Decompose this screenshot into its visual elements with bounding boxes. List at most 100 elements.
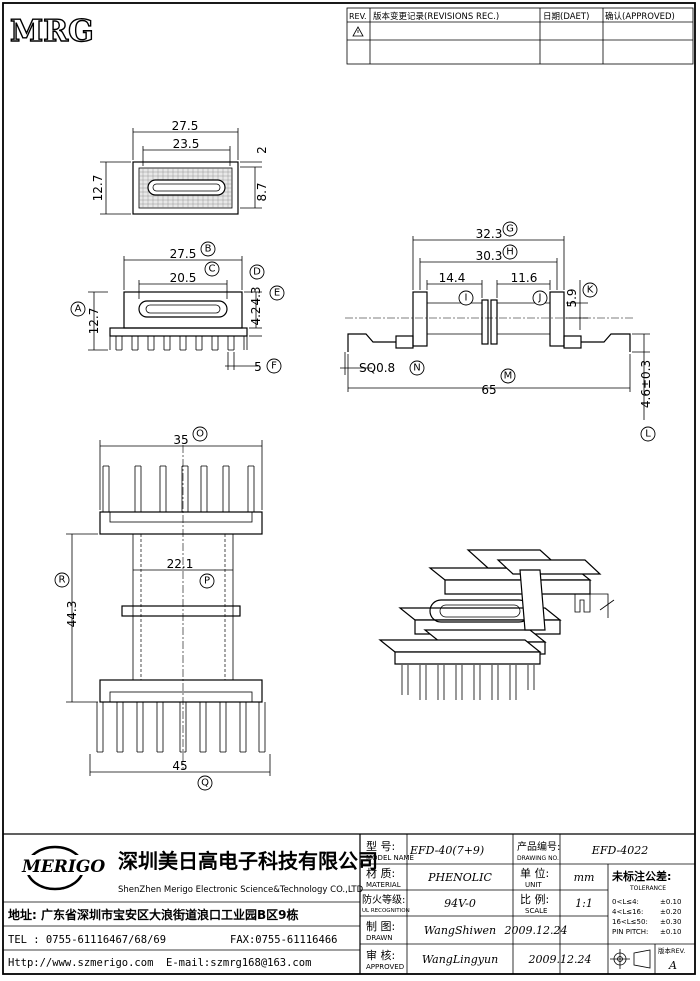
scale-value: 1:1 [575,897,593,910]
svg-text:R: R [59,575,66,586]
rev-label: 版本REV. [658,946,685,955]
side-view: 27.5 20.5 12.7 4.3 4.2 5 [87,247,263,374]
mrg-logo: MRG [9,13,94,49]
callout-a: A [70,301,86,317]
isometric-view [378,549,615,700]
callout-r: R [54,572,70,588]
company-email: E-mail:szmrg168@163.com [166,957,311,969]
model-value: EFD-40(7+9) [409,844,484,857]
flame-label-en: UL RECOGNITION [362,908,410,914]
model-label: 型 号: [366,839,395,853]
material-label-en: MATERIAL [366,881,401,889]
model-label-en: MODEL NAME [366,854,414,862]
dim-4-2: 4.2 [249,306,263,325]
date-header: 日期(DAET) [543,12,589,22]
dim-45: 45 [172,759,187,773]
svg-text:16<L≤50:: 16<L≤50: [612,918,648,926]
callout-j: J [532,290,548,306]
dim-30-3: 30.3 [476,249,503,263]
svg-text:MERIGO: MERIGO [21,857,105,877]
dim-14-4: 14.4 [439,271,466,285]
callout-p: P [199,573,215,589]
callout-e: E [269,285,285,301]
approved-label: 审 核: [366,948,395,962]
svg-text:A: A [75,304,82,315]
svg-text:O: O [196,429,204,440]
flame-label: 防火等级: [362,893,405,906]
dim-5: 5 [254,360,262,374]
svg-text:K: K [587,285,594,296]
dim-23-5: 23.5 [173,137,200,151]
callout-h: H [502,244,518,260]
drawing-value: EFD-4022 [591,844,648,857]
drawing-label: 产品编号: [517,840,560,853]
company-tel: TEL : 0755-61116467/68/69 [8,934,166,946]
dim-27-5-top: 27.5 [172,119,199,133]
approved-label-en: APPROVED [366,963,404,971]
dim-20-5: 20.5 [170,271,197,285]
scale-label: 比 例: [520,892,549,906]
svg-text:E: E [274,288,280,299]
svg-text:4<L≤16:: 4<L≤16: [612,908,643,916]
callout-o: O [192,426,208,442]
dim-12-7-side: 12.7 [87,308,101,335]
unit-label-en: UNIT [525,881,542,889]
rev-value: A [668,959,677,972]
unit-label: 单 位: [520,866,549,880]
svg-text:B: B [205,244,212,255]
dim-4-3: 4.3 [249,286,263,305]
callout-d: D [249,264,265,280]
projection-symbol-icon [610,949,651,969]
svg-text:L: L [645,429,651,440]
svg-text:±0.30: ±0.30 [660,918,681,926]
dim-22-1: 22.1 [167,557,194,571]
tolerance-title: 未标注公差: [611,869,671,883]
dim-5-9: 5.9 [565,288,579,307]
dim-8-7: 8.7 [255,182,269,201]
svg-text:N: N [413,363,420,374]
scale-label-en: SCALE [525,907,547,915]
approved-value: WangLingyun [422,953,498,966]
svg-text:D: D [253,267,261,278]
material-value: PHENOLIC [427,871,492,884]
dim-sq0-8: SQ0.8 [359,361,395,375]
drawn-date: 2009.12.24 [504,924,568,937]
svg-text:PIN PITCH:: PIN PITCH: [612,928,648,936]
svg-text:G: G [506,224,514,235]
callout-n: N [409,360,425,376]
svg-text:0<L≤4:: 0<L≤4: [612,898,639,906]
top-view: 27.5 23.5 12.7 8.7 2 [91,119,269,215]
revisions-table: REV. 版本变更记录(REVISIONS REC.) 日期(DAET) 确认(… [346,7,694,65]
dim-35: 35 [173,433,188,447]
unit-value: mm [574,871,595,884]
approved-date: 2009.12.24 [528,953,592,966]
svg-text:±0.20: ±0.20 [660,908,681,916]
callout-q: Q [197,775,213,791]
approved-header: 确认(APPROVED) [605,11,675,22]
svg-text:Q: Q [201,778,209,789]
callout-i: I [458,290,474,306]
company-name-cn: 深圳美日高电子科技有限公司 [118,849,378,873]
callout-m: M [500,368,516,384]
callout-f: F [266,358,282,374]
svg-text:C: C [209,264,216,275]
drawn-label-en: DRAWN [366,934,393,942]
merigo-logo: MERIGO [20,845,108,891]
callout-c: C [204,261,220,277]
flame-value: 94V-0 [444,897,476,910]
company-fax: FAX:0755-61116466 [230,934,337,946]
rev-header: REV. [349,12,367,21]
svg-text:J: J [538,293,542,304]
svg-text:F: F [271,361,277,372]
svg-text:MRG: MRG [10,14,94,49]
dim-11-6: 11.6 [511,271,538,285]
dim-32-3: 32.3 [476,227,503,241]
dim-4-6: 4.6±0.3 [639,360,653,408]
warning-triangle-icon [352,26,364,37]
company-name-en: ShenZhen Merigo Electronic Science&Techn… [118,885,364,895]
bottom-view: 35 22.1 44.3 45 [65,433,271,776]
callout-l: L [640,426,656,442]
svg-text:I: I [465,293,468,304]
